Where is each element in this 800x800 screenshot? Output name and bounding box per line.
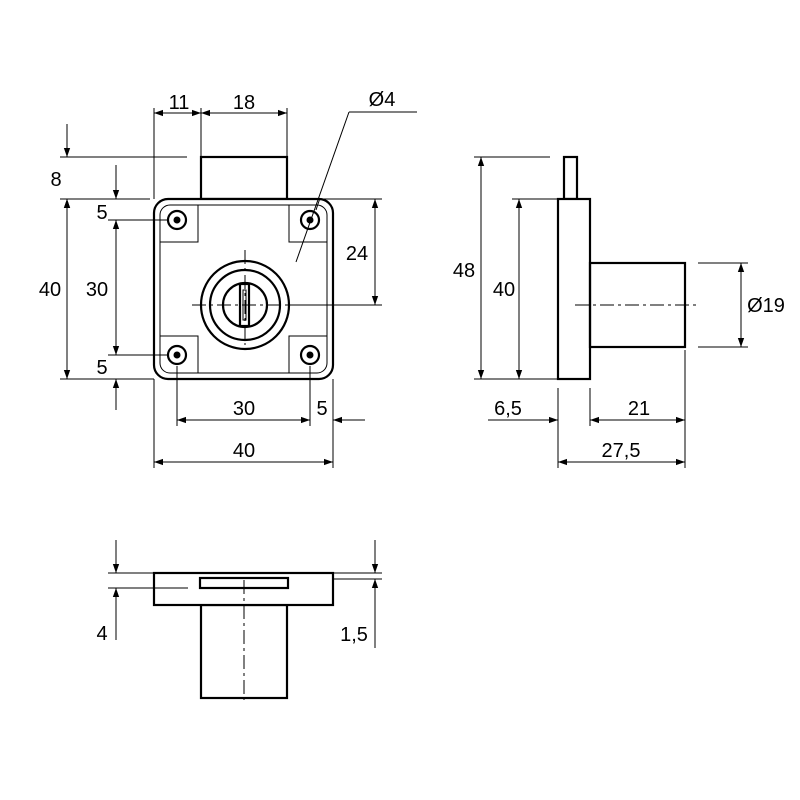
dimension-4: 4: [96, 623, 107, 645]
dimension-24: 24: [346, 243, 368, 265]
lock-body-outline: [152, 197, 335, 381]
dimension-1-5: 1,5: [340, 624, 368, 646]
corner-pocket-bl: [160, 335, 199, 373]
dimension-6-5: 6,5: [494, 398, 522, 420]
dimension-hole-diameter: Ø4: [369, 89, 396, 111]
corner-pocket-tl: [160, 205, 199, 243]
dimension-30-horizontal: 30: [233, 398, 255, 420]
dimension-cylinder-diameter: Ø19: [747, 295, 785, 317]
dimension-40-side: 40: [493, 279, 515, 301]
dimension-5-right: 5: [316, 398, 327, 420]
dimension-21: 21: [628, 398, 650, 420]
dimension-40-width: 40: [233, 440, 255, 462]
mounting-hole-br: [299, 344, 321, 366]
bolt-side-outline: [562, 155, 579, 201]
dimension-5-bottom: 5: [96, 357, 107, 379]
front-view: 11 18 Ø4 8 40 30 5 5 24: [39, 89, 417, 468]
dimension-18: 18: [233, 92, 255, 114]
plate-side-outline: [556, 197, 592, 381]
dimension-30-vertical: 30: [86, 279, 108, 301]
corner-pocket-br: [288, 335, 327, 373]
lock-body-inner-outline: [159, 204, 328, 374]
side-view: 48 40 Ø19 6,5 21 27,5: [453, 155, 785, 468]
dimension-40-height: 40: [39, 279, 61, 301]
bolt-outline: [199, 155, 289, 201]
leader-line-hole: [295, 111, 350, 263]
top-view: 4 1,5: [96, 540, 382, 700]
dimension-27-5: 27,5: [602, 440, 641, 462]
dimension-11: 11: [169, 92, 190, 114]
corner-pocket-tr: [288, 205, 327, 243]
dimension-48: 48: [453, 260, 475, 282]
dimension-5-top: 5: [96, 202, 107, 224]
dimension-8: 8: [50, 169, 61, 191]
